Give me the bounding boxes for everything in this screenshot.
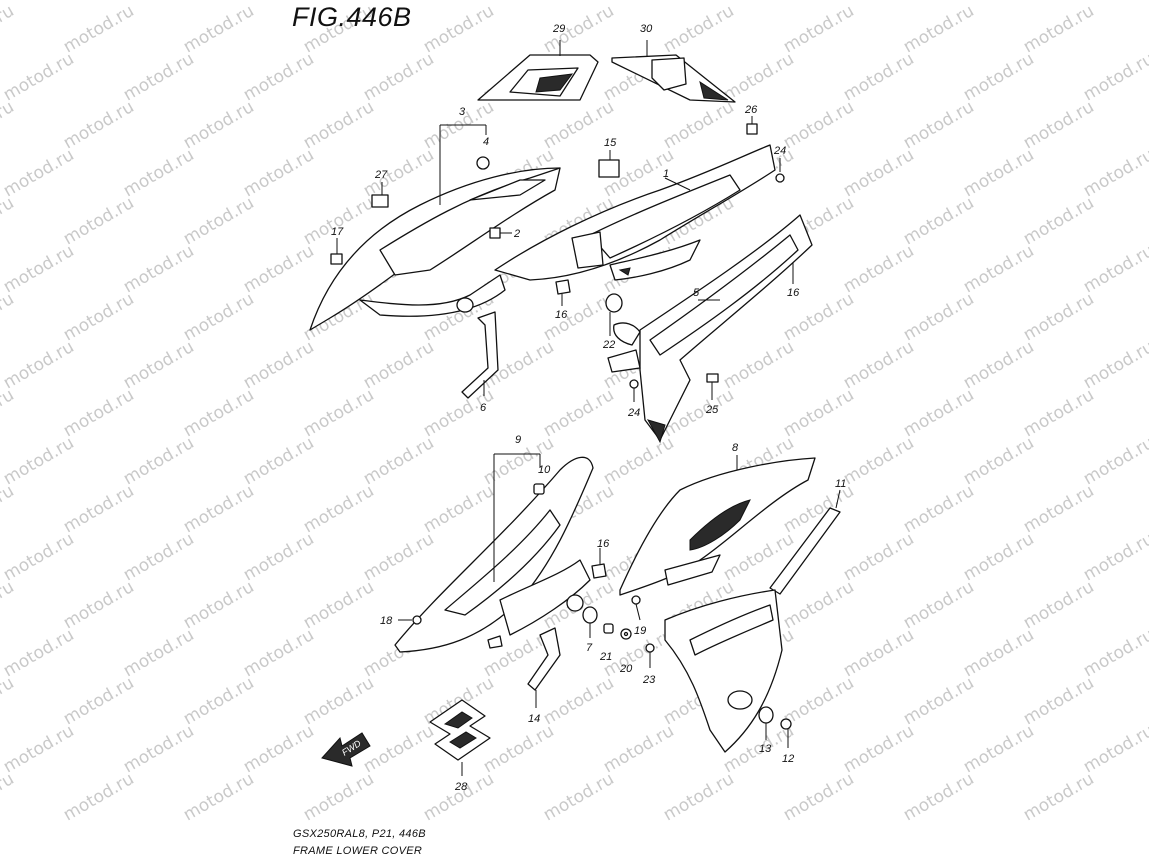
callout-11: 11 [835, 478, 846, 490]
part-13-grommet[interactable] [758, 706, 774, 740]
part-30-panel[interactable] [611, 40, 736, 103]
part-21-collar[interactable] [603, 623, 614, 634]
callout-8: 8 [732, 442, 739, 454]
callout-28: 28 [454, 781, 468, 793]
callout-22: 22 [602, 339, 615, 351]
callout-29: 29 [552, 23, 565, 35]
callout-5: 5 [693, 287, 700, 299]
callout-19: 19 [634, 625, 646, 637]
callout-9: 9 [515, 434, 521, 446]
callout-21: 21 [599, 651, 612, 663]
callout-4: 4 [483, 136, 489, 148]
callout-15: 15 [604, 137, 617, 149]
callout-30: 30 [640, 23, 653, 35]
part-19-screw[interactable] [631, 595, 641, 621]
part-3-upper-cover[interactable] [309, 124, 561, 331]
callout-26: 26 [744, 104, 758, 116]
callout-16-upper-right: 16 [787, 287, 800, 299]
callout-2: 2 [513, 228, 520, 240]
part-6-bracket[interactable] [461, 311, 499, 399]
part-20-washer[interactable] [620, 628, 632, 640]
callout-7: 7 [586, 642, 593, 654]
callout-6: 6 [480, 402, 487, 414]
part-5-side-cover[interactable] [607, 214, 813, 444]
part-15-sticker[interactable] [598, 150, 620, 178]
part-7-bushing[interactable] [582, 606, 598, 638]
part-28-emblem[interactable] [429, 699, 491, 776]
callout-23: 23 [642, 674, 656, 686]
callout-17: 17 [331, 226, 344, 238]
part-18-screw[interactable] [398, 615, 422, 625]
part-29-panel[interactable] [477, 40, 599, 101]
part-17-label[interactable] [330, 238, 343, 265]
fwd-direction-arrow: FWD [321, 732, 371, 767]
part-10-clip[interactable] [533, 483, 545, 495]
part-11-trim-strip[interactable] [769, 489, 841, 595]
part-9-lower-cover-left[interactable] [394, 453, 594, 653]
part-26-label[interactable] [746, 116, 758, 135]
callout-18: 18 [380, 615, 393, 627]
part-12-screw[interactable] [780, 718, 792, 748]
callout-labels: 29 30 26 3 4 15 1 24 27 2 17 16 16 5 22 … [331, 23, 846, 793]
part-23-screw[interactable] [645, 643, 655, 668]
model-code-caption: GSX250RAL8, P21, 446B [293, 828, 426, 840]
callout-13: 13 [759, 743, 772, 755]
part-16-grommet-lower[interactable] [591, 548, 607, 579]
callout-16-upper-left: 16 [555, 309, 568, 321]
callout-3: 3 [459, 106, 466, 118]
callout-14: 14 [528, 713, 540, 725]
part-22-bushing[interactable] [605, 293, 623, 336]
part-24-screw-upper[interactable] [775, 158, 785, 183]
callout-25: 25 [705, 404, 719, 416]
part-8-side-cover-right[interactable] [619, 455, 816, 596]
part-27-label[interactable] [371, 182, 389, 208]
part-24-screw-lower[interactable] [629, 379, 639, 402]
part-25-label[interactable] [706, 373, 719, 400]
section-name-caption: FRAME LOWER COVER [293, 845, 423, 857]
part-2-nut[interactable] [489, 227, 512, 239]
figure-title: FIG.446B [292, 2, 412, 32]
callout-24-lower: 24 [627, 407, 640, 419]
part-14-bracket[interactable] [527, 627, 561, 708]
callout-20: 20 [619, 663, 633, 675]
callout-1: 1 [663, 168, 669, 180]
callout-27: 27 [374, 169, 388, 181]
callout-12: 12 [782, 753, 794, 765]
part-1-main-cover[interactable] [494, 144, 776, 281]
part-lower-cowl[interactable] [664, 589, 783, 753]
part-4-clip[interactable] [476, 156, 490, 170]
callout-10: 10 [538, 464, 551, 476]
callout-24-upper: 24 [773, 145, 786, 157]
part-16-grommet-upper-left[interactable] [555, 279, 571, 306]
callout-16-lower: 16 [597, 538, 610, 550]
